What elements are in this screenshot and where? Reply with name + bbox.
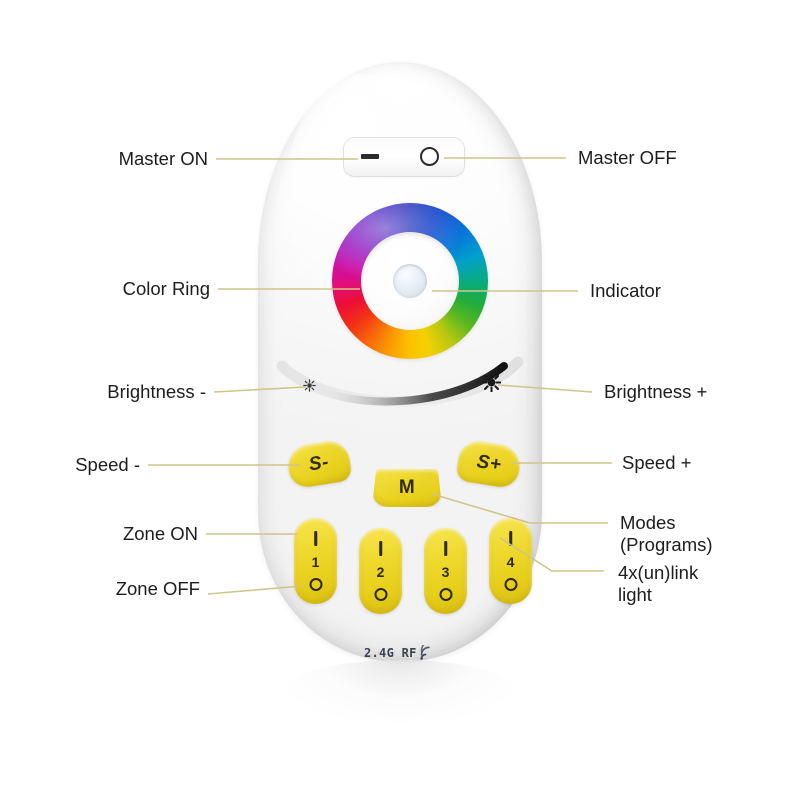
zone-on-icon[interactable] xyxy=(443,541,448,556)
remote-reflection xyxy=(282,660,518,722)
rf-logo: 2.4G RF xyxy=(364,645,435,660)
small-sun-icon[interactable] xyxy=(303,379,316,392)
zone-number: 3 xyxy=(441,564,450,580)
callout-zone-on: Zone ON xyxy=(122,523,198,544)
zone-button-1[interactable]: 1 xyxy=(294,518,337,604)
zone-number: 4 xyxy=(506,554,515,570)
zone-button-2[interactable]: 2 xyxy=(359,528,402,614)
dash-icon[interactable] xyxy=(361,154,379,159)
zone-off-icon[interactable] xyxy=(374,588,387,601)
callout-master-off: Master OFF xyxy=(578,147,677,168)
zone-on-icon[interactable] xyxy=(378,541,383,556)
modes-button[interactable]: M xyxy=(372,469,442,507)
zone-number: 1 xyxy=(311,554,320,570)
speed-minus-label: S- xyxy=(307,451,331,476)
color-ring[interactable] xyxy=(332,203,488,359)
speed-plus-label: S+ xyxy=(475,451,503,476)
callout-master-on: Master ON xyxy=(118,148,208,169)
zone-on-icon[interactable] xyxy=(508,531,513,546)
callout-speed-plus: Speed + xyxy=(622,452,692,473)
callout-zone-off: Zone OFF xyxy=(115,578,200,599)
callout-indicator: Indicator xyxy=(590,280,661,301)
circle-icon[interactable] xyxy=(420,147,439,166)
callout-link-light: 4x(un)link light xyxy=(618,562,699,605)
callout-modes: Modes (Programs) xyxy=(620,512,713,555)
modes-label: M xyxy=(398,477,416,498)
wifi-signal-icon xyxy=(419,645,430,660)
callout-speed-minus: Speed - xyxy=(75,454,140,475)
zone-off-icon[interactable] xyxy=(439,588,452,601)
callout-brightness-plus: Brightness + xyxy=(604,381,708,402)
zone-button-3[interactable]: 3 xyxy=(424,528,467,614)
callout-brightness-minus: Brightness - xyxy=(107,381,206,402)
zone-off-icon[interactable] xyxy=(504,578,517,591)
rf-label: 2.4G RF xyxy=(364,646,417,660)
indicator-dot[interactable] xyxy=(393,264,427,298)
zone-button-4[interactable]: 4 xyxy=(489,518,532,604)
zone-number: 2 xyxy=(376,564,385,580)
zone-off-icon[interactable] xyxy=(309,578,322,591)
large-sun-icon[interactable] xyxy=(482,373,501,392)
callout-color-ring: Color Ring xyxy=(122,278,210,299)
zone-on-icon[interactable] xyxy=(313,531,318,546)
